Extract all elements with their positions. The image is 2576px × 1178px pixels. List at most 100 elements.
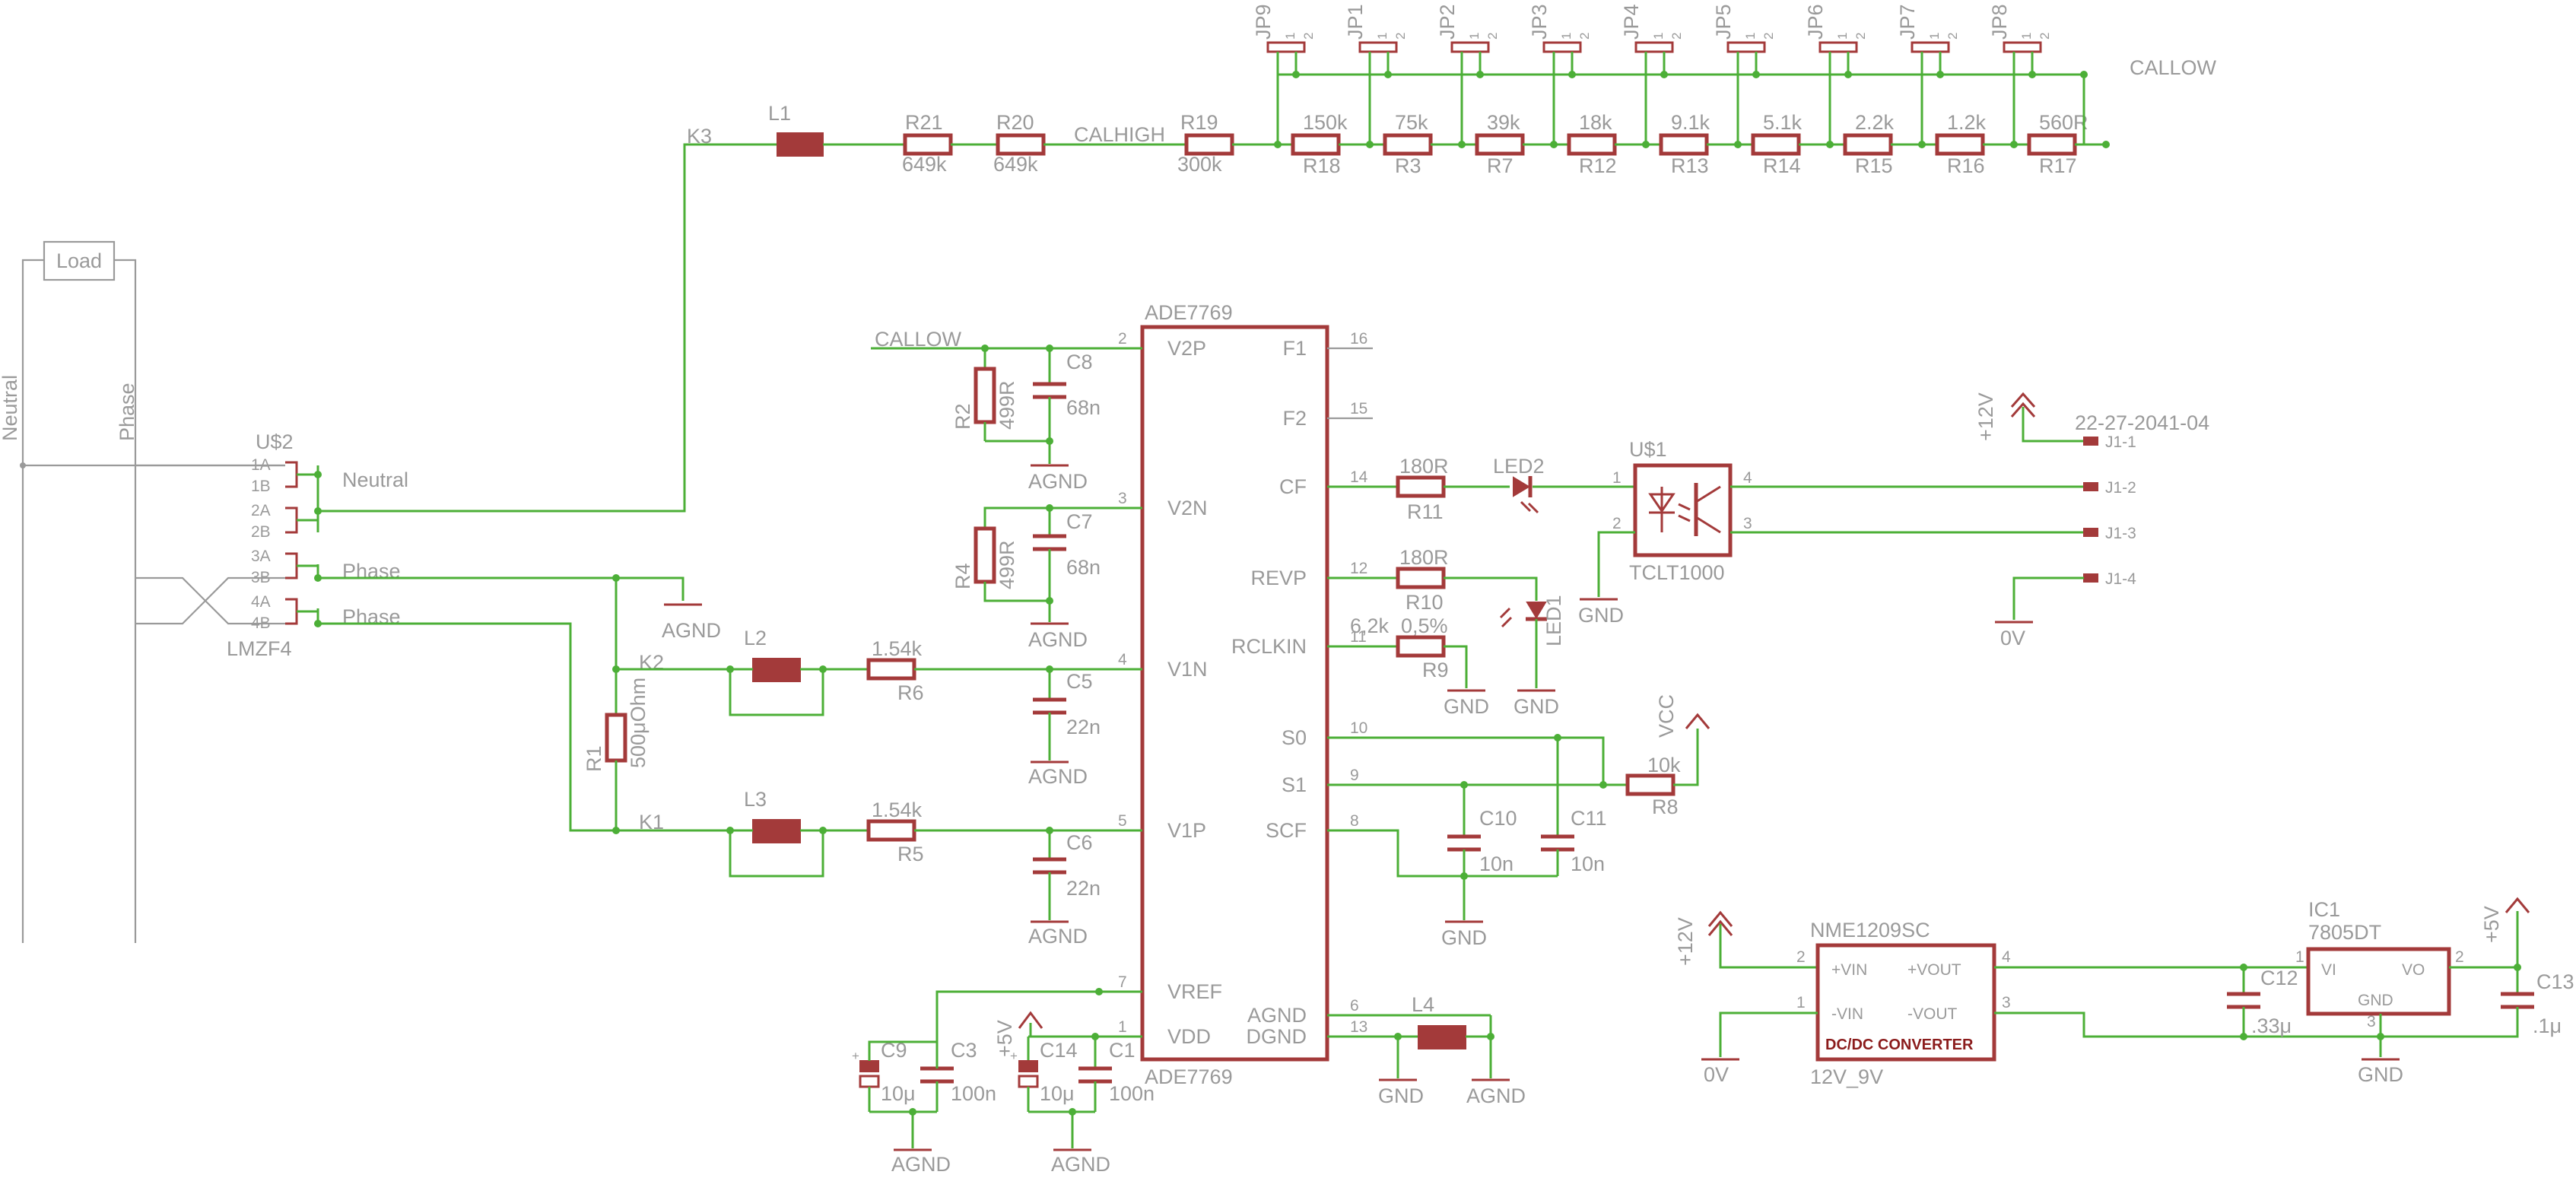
agnd-1: AGND <box>1028 470 1088 493</box>
ic-right-pin-num-8: 6 <box>1350 997 1359 1014</box>
j1-pin2: J1-2 <box>2105 479 2136 497</box>
optocoupler: U$1 TCLT1000 1 2 4 3 GND <box>1578 438 2084 627</box>
r6-value: 1.54k <box>872 637 923 660</box>
jumper-pin1-3: 1 <box>1559 33 1574 40</box>
jumper-label-4: JP4 <box>1620 4 1643 40</box>
ladder-value-1: 75k <box>1395 111 1428 134</box>
ic-right-pin-label-2: CF <box>1279 475 1307 498</box>
ic-left-pin-label-5: VDD <box>1167 1025 1211 1048</box>
r21-resistor <box>903 133 953 156</box>
pin-2a: 2A <box>251 502 271 519</box>
jumper-label-0: JP9 <box>1252 4 1275 40</box>
c14-value: 10μ <box>1040 1082 1075 1105</box>
ic1-pin3: 3 <box>2367 1013 2376 1030</box>
agnd-3: AGND <box>662 619 721 642</box>
ic-left-pin-label-1: V2N <box>1167 497 1208 519</box>
ladder-value-4: 9.1k <box>1671 111 1710 134</box>
jumper-pin2-1: 2 <box>1393 33 1408 40</box>
u2-neutral: Neutral <box>342 468 408 491</box>
jumper-pin1-0: 1 <box>1283 33 1298 40</box>
gnd-caps: GND <box>1441 926 1487 949</box>
ladder-label-5: R14 <box>1763 154 1801 177</box>
agnd-4: AGND <box>1028 765 1088 788</box>
r2-resistor <box>974 367 996 424</box>
j1-model: 22-27-2041-04 <box>2075 411 2209 434</box>
jumper-pin1-4: 1 <box>1651 33 1666 40</box>
ic-left-pin-num-5: 1 <box>1118 1018 1127 1036</box>
r11-resistor <box>1396 475 1446 498</box>
ladder-resistor-2 <box>1475 133 1525 156</box>
pin-4a: 4A <box>251 593 271 611</box>
l4-inductor <box>1418 1025 1466 1049</box>
jumper-pin2-6: 2 <box>1853 33 1868 40</box>
ladder-resistor-4 <box>1659 133 1709 156</box>
ladder-value-6: 2.2k <box>1855 111 1895 134</box>
zero-j1: 0V <box>2000 627 2025 649</box>
r5-resistor <box>866 819 916 842</box>
v2p-section: CALLOW R2 499R C8 68n AGND <box>871 328 1142 493</box>
r11-label: R11 <box>1407 500 1444 523</box>
ic1-vi: VI <box>2321 961 2336 979</box>
ladder-label-4: R13 <box>1671 154 1709 177</box>
ladder-value-8: 560R <box>2039 111 2088 134</box>
r1-resistor <box>605 713 627 763</box>
p5v-vdd: +5V <box>993 1020 1016 1057</box>
ic-left-pin-num-2: 4 <box>1118 651 1127 668</box>
nme-box: DC/DC CONVERTER <box>1825 1037 1974 1053</box>
ic-right-pin-label-6: S1 <box>1282 773 1307 796</box>
ic-right-pin-num-5: 10 <box>1350 719 1367 737</box>
ic-left-pin-label-4: VREF <box>1167 980 1222 1003</box>
c10-label: C10 <box>1479 807 1517 830</box>
ic1-model: 7805DT <box>2308 921 2381 944</box>
nme-pin3: 3 <box>2002 994 2011 1011</box>
ic-right-pin-label-0: F1 <box>1282 337 1307 360</box>
load-section: Load Neutral Phase <box>0 240 285 943</box>
connector-u2: U$2 1A 1B 2A 2B 3A 3B 4A 4B LMZF4 Neutra… <box>227 430 408 660</box>
l1-inductor <box>777 132 824 157</box>
ic1-pin1: 1 <box>2295 948 2304 966</box>
c12-label: C12 <box>2260 967 2298 989</box>
r21-value: 649k <box>902 153 947 176</box>
led1-diode <box>1526 602 1547 619</box>
r4-resistor <box>974 526 996 584</box>
jumper-jp1 <box>1358 41 1398 53</box>
jumper-label-2: JP2 <box>1436 4 1459 40</box>
ic1-vo: VO <box>2402 961 2425 979</box>
led1-label: LED1 <box>1542 595 1565 646</box>
ladder-label-7: R16 <box>1947 154 1985 177</box>
r10-value: 180R <box>1399 546 1449 569</box>
phase-label: Phase <box>116 383 138 441</box>
ladder-label-2: R7 <box>1487 154 1514 177</box>
c9-label: C9 <box>881 1039 907 1062</box>
c7-label: C7 <box>1066 510 1093 533</box>
k1-label: K1 <box>639 811 664 833</box>
p12v-dcdc: +12V <box>1674 917 1697 966</box>
r8-value: 10k <box>1647 754 1681 776</box>
led2-label: LED2 <box>1493 455 1545 478</box>
ladder-value-7: 1.2k <box>1947 111 1987 134</box>
jumper-jp2 <box>1450 41 1490 53</box>
u1-pin2: 2 <box>1612 515 1622 532</box>
r11-value: 180R <box>1399 455 1449 478</box>
gnd-r9: GND <box>1444 695 1489 718</box>
calhigh-label: CALHIGH <box>1074 123 1165 146</box>
r9-label: R9 <box>1422 659 1449 681</box>
ic1-name: IC1 <box>2308 898 2340 921</box>
l3-label: L3 <box>744 788 767 811</box>
r2-value: 499R <box>996 380 1018 430</box>
ic-right-pin-num-6: 9 <box>1350 767 1359 784</box>
ic-right-pin-num-1: 15 <box>1350 400 1367 418</box>
dcdc-converter: +12V NME1209SC 12V_9V DC/DC CONVERTER +V… <box>1674 910 2381 1088</box>
ladder-label-6: R15 <box>1855 154 1893 177</box>
gnd-u1: GND <box>1578 604 1624 627</box>
jumper-label-7: JP7 <box>1896 4 1919 40</box>
jumper-label-5: JP5 <box>1712 4 1735 40</box>
k3-label: K3 <box>687 125 712 148</box>
c9-plus: + <box>852 1049 859 1063</box>
r10-label: R10 <box>1406 591 1444 614</box>
c13-value: .1μ <box>2533 1014 2562 1037</box>
ic-right-pin-num-7: 8 <box>1350 812 1359 830</box>
zero-dcdc: 0V <box>1704 1063 1729 1086</box>
select-section: 10k R8 VCC C10 10n C11 10n GND <box>1327 694 1710 949</box>
c11-label: C11 <box>1571 807 1607 830</box>
